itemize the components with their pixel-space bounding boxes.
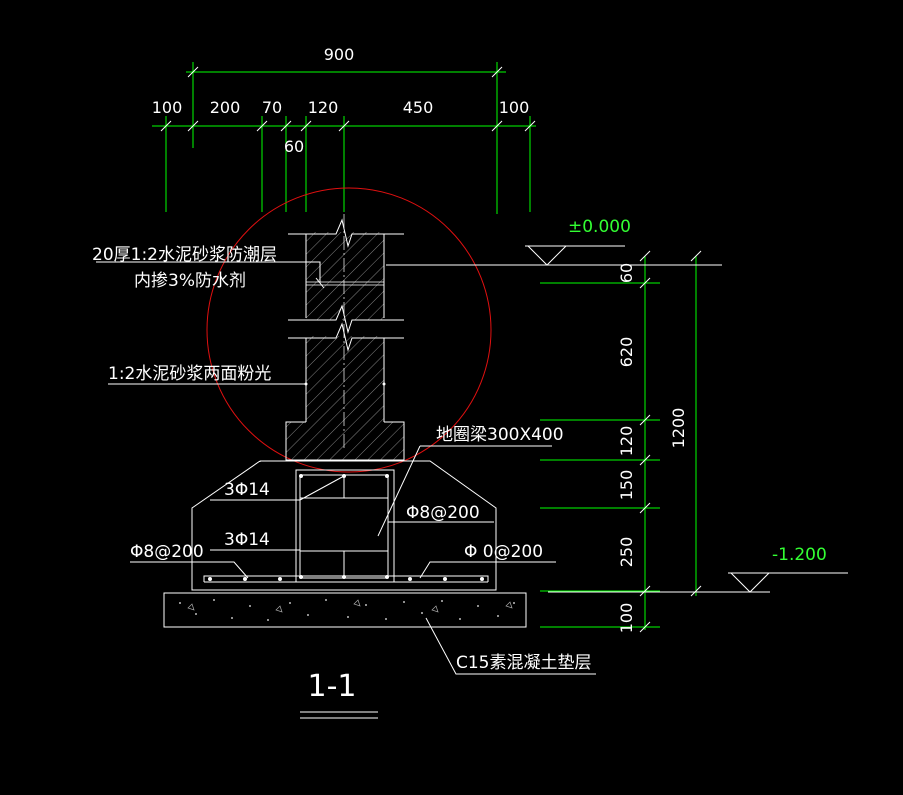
dim-70: 70	[262, 98, 282, 117]
dim-v-150: 150	[617, 470, 636, 501]
brick-wall	[285, 214, 405, 461]
tick	[300, 120, 312, 132]
tick	[160, 120, 172, 132]
annotations: 20厚1:2水泥砂浆防潮层 内掺3%防水剂 1:2水泥砂浆两面粉光 地圈梁300…	[92, 245, 596, 675]
stirrup-label: Φ8@200	[406, 503, 480, 523]
rebar-top-left	[299, 474, 303, 478]
damp-course-sub-label: 内掺3%防水剂	[134, 271, 246, 291]
plaster-label: 1:2水泥砂浆两面粉光	[108, 364, 271, 384]
dim-v-100: 100	[617, 603, 636, 634]
dim-v-620: 620	[617, 337, 636, 368]
dim-100-right: 100	[499, 98, 530, 117]
dim-200: 200	[210, 98, 241, 117]
concrete-cushion	[163, 592, 527, 628]
highlight-circle	[206, 187, 492, 473]
dim-v-60: 60	[617, 263, 636, 283]
level-bottom-text: -1.200	[772, 545, 827, 565]
tick	[256, 120, 268, 132]
ring-beam	[295, 469, 395, 583]
dim-v-1200: 1200	[669, 408, 688, 449]
ground-level-marker: ±0.000	[386, 217, 722, 266]
tick	[187, 120, 199, 132]
level-ground-text: ±0.000	[568, 217, 631, 237]
bottom-level-marker: -1.200	[548, 545, 848, 593]
tick	[338, 120, 350, 132]
right-dimension-group: 60 620 120 150 250 100 1200	[540, 250, 702, 634]
dim-900: 900	[324, 45, 355, 64]
dim-450: 450	[403, 98, 434, 117]
rebar-top-label: 3Φ14	[224, 480, 270, 500]
top-dimension-group: 900 100 200 70 120 450 100 60	[152, 45, 536, 214]
tick	[280, 120, 292, 132]
dim-120: 120	[308, 98, 339, 117]
cushion-speckles	[179, 599, 515, 621]
strip-footing	[191, 460, 497, 591]
ring-beam-label: 地圈梁300X400	[436, 425, 564, 445]
dim-60-top: 60	[284, 137, 304, 156]
tick	[187, 66, 199, 78]
damp-course-label: 20厚1:2水泥砂浆防潮层	[92, 245, 277, 265]
tick	[524, 120, 536, 132]
tick	[491, 120, 503, 132]
dim-100-left: 100	[152, 98, 183, 117]
bottom-right-rebar-label: Φ 0@200	[464, 542, 543, 562]
bottom-left-rebar-label: Φ8@200	[130, 542, 204, 562]
dim-v-250: 250	[617, 537, 636, 568]
tick	[491, 66, 503, 78]
rebar-top-right	[385, 474, 389, 478]
cushion-label: C15素混凝土垫层	[456, 653, 592, 673]
rebar-bottom-label: 3Φ14	[224, 530, 270, 550]
section-label-group: 1-1	[300, 669, 378, 719]
dim-v-120: 120	[617, 426, 636, 457]
section-label: 1-1	[308, 669, 357, 704]
